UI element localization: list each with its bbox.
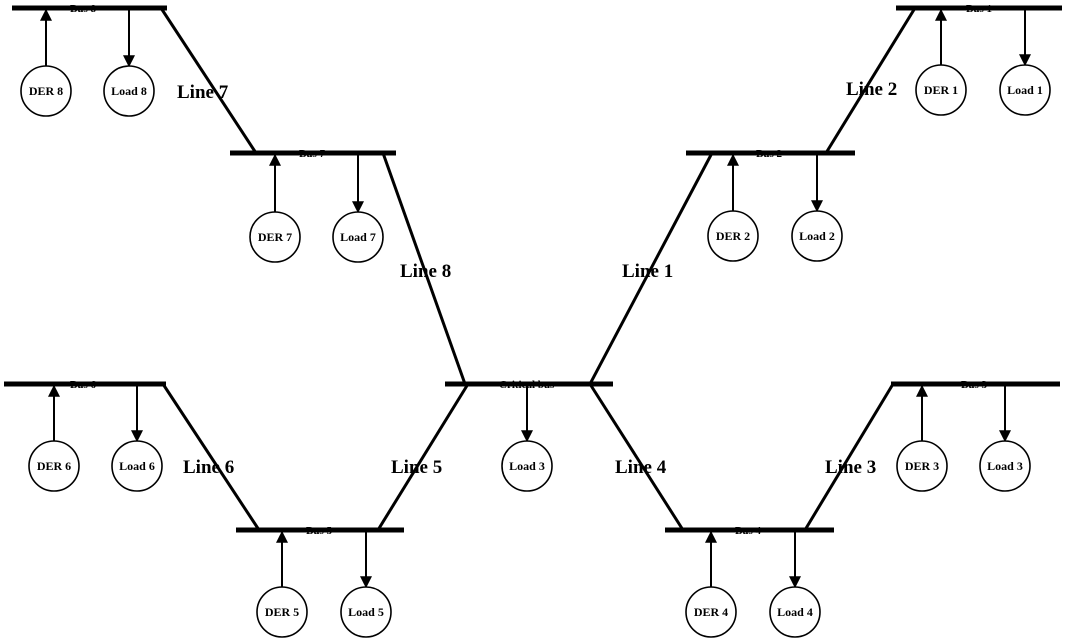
line-5-label: Line 5 — [391, 457, 442, 478]
line-1-label: Line 1 — [622, 261, 673, 282]
line-8-conductor — [381, 152, 467, 385]
der-3-circle — [896, 440, 948, 492]
line-8-label: Line 8 — [400, 261, 451, 282]
line-3-label: Line 3 — [825, 457, 876, 478]
bus-4-label: Bus 4 — [735, 525, 761, 537]
line-6-label: Line 6 — [183, 457, 234, 478]
load-6-label: Load 6 — [119, 459, 155, 473]
der-4-label: DER 4 — [694, 605, 728, 619]
bus-2-label: Bus 2 — [756, 148, 782, 160]
der-5-label: DER 5 — [265, 605, 299, 619]
der-7-label: DER 7 — [258, 230, 292, 244]
line-5-conductor — [376, 383, 470, 531]
load-2-circle — [791, 210, 843, 262]
line-2-conductor — [824, 7, 917, 154]
load-2-label: Load 2 — [799, 229, 835, 243]
der-1-circle — [915, 64, 967, 116]
load-4-circle — [769, 586, 821, 638]
critical-load-3-circle — [501, 440, 553, 492]
load-3-label: Load 3 — [987, 459, 1023, 473]
line-7-conductor — [159, 7, 258, 154]
line-1-conductor — [588, 152, 714, 385]
load-5-circle — [340, 586, 392, 638]
load-4-label: Load 4 — [777, 605, 813, 619]
der-7-circle — [249, 211, 301, 263]
der-8-label: DER 8 — [29, 84, 63, 98]
bus-3-label: Bus 3 — [961, 379, 987, 391]
der-6-circle — [28, 440, 80, 492]
der-4-circle — [685, 586, 737, 638]
line-4-label: Line 4 — [615, 457, 667, 478]
load-8-circle — [103, 65, 155, 117]
load-6-circle — [111, 440, 163, 492]
der-2-label: DER 2 — [716, 229, 750, 243]
load-1-circle — [999, 64, 1051, 116]
bus-5-label: Bus 5 — [306, 525, 332, 537]
load-1-label: Load 1 — [1007, 83, 1043, 97]
load-7-label: Load 7 — [340, 230, 376, 244]
bus-7-label: Bus 7 — [299, 148, 325, 160]
der-5-circle — [256, 586, 308, 638]
der-8-circle — [20, 65, 72, 117]
load-7-circle — [332, 211, 384, 263]
line-7-label: Line 7 — [177, 82, 229, 103]
line-2-label: Line 2 — [846, 79, 897, 100]
critical-load-3-label: Load 3 — [509, 459, 545, 473]
bus-8-label: Bus 8 — [70, 3, 96, 15]
line-4-conductor — [588, 383, 685, 531]
load-3-circle — [979, 440, 1031, 492]
der-1-label: DER 1 — [924, 83, 958, 97]
load-8-label: Load 8 — [111, 84, 147, 98]
line-6-conductor — [161, 383, 261, 531]
der-2-circle — [707, 210, 759, 262]
critical-bus-label: Critical bus — [499, 379, 555, 391]
bus-1-label: Bus 1 — [966, 3, 992, 15]
der-3-label: DER 3 — [905, 459, 939, 473]
der-6-label: DER 6 — [37, 459, 71, 473]
load-5-label: Load 5 — [348, 605, 384, 619]
bus-6-label: Bus 6 — [70, 379, 96, 391]
line-3-conductor — [803, 383, 895, 531]
